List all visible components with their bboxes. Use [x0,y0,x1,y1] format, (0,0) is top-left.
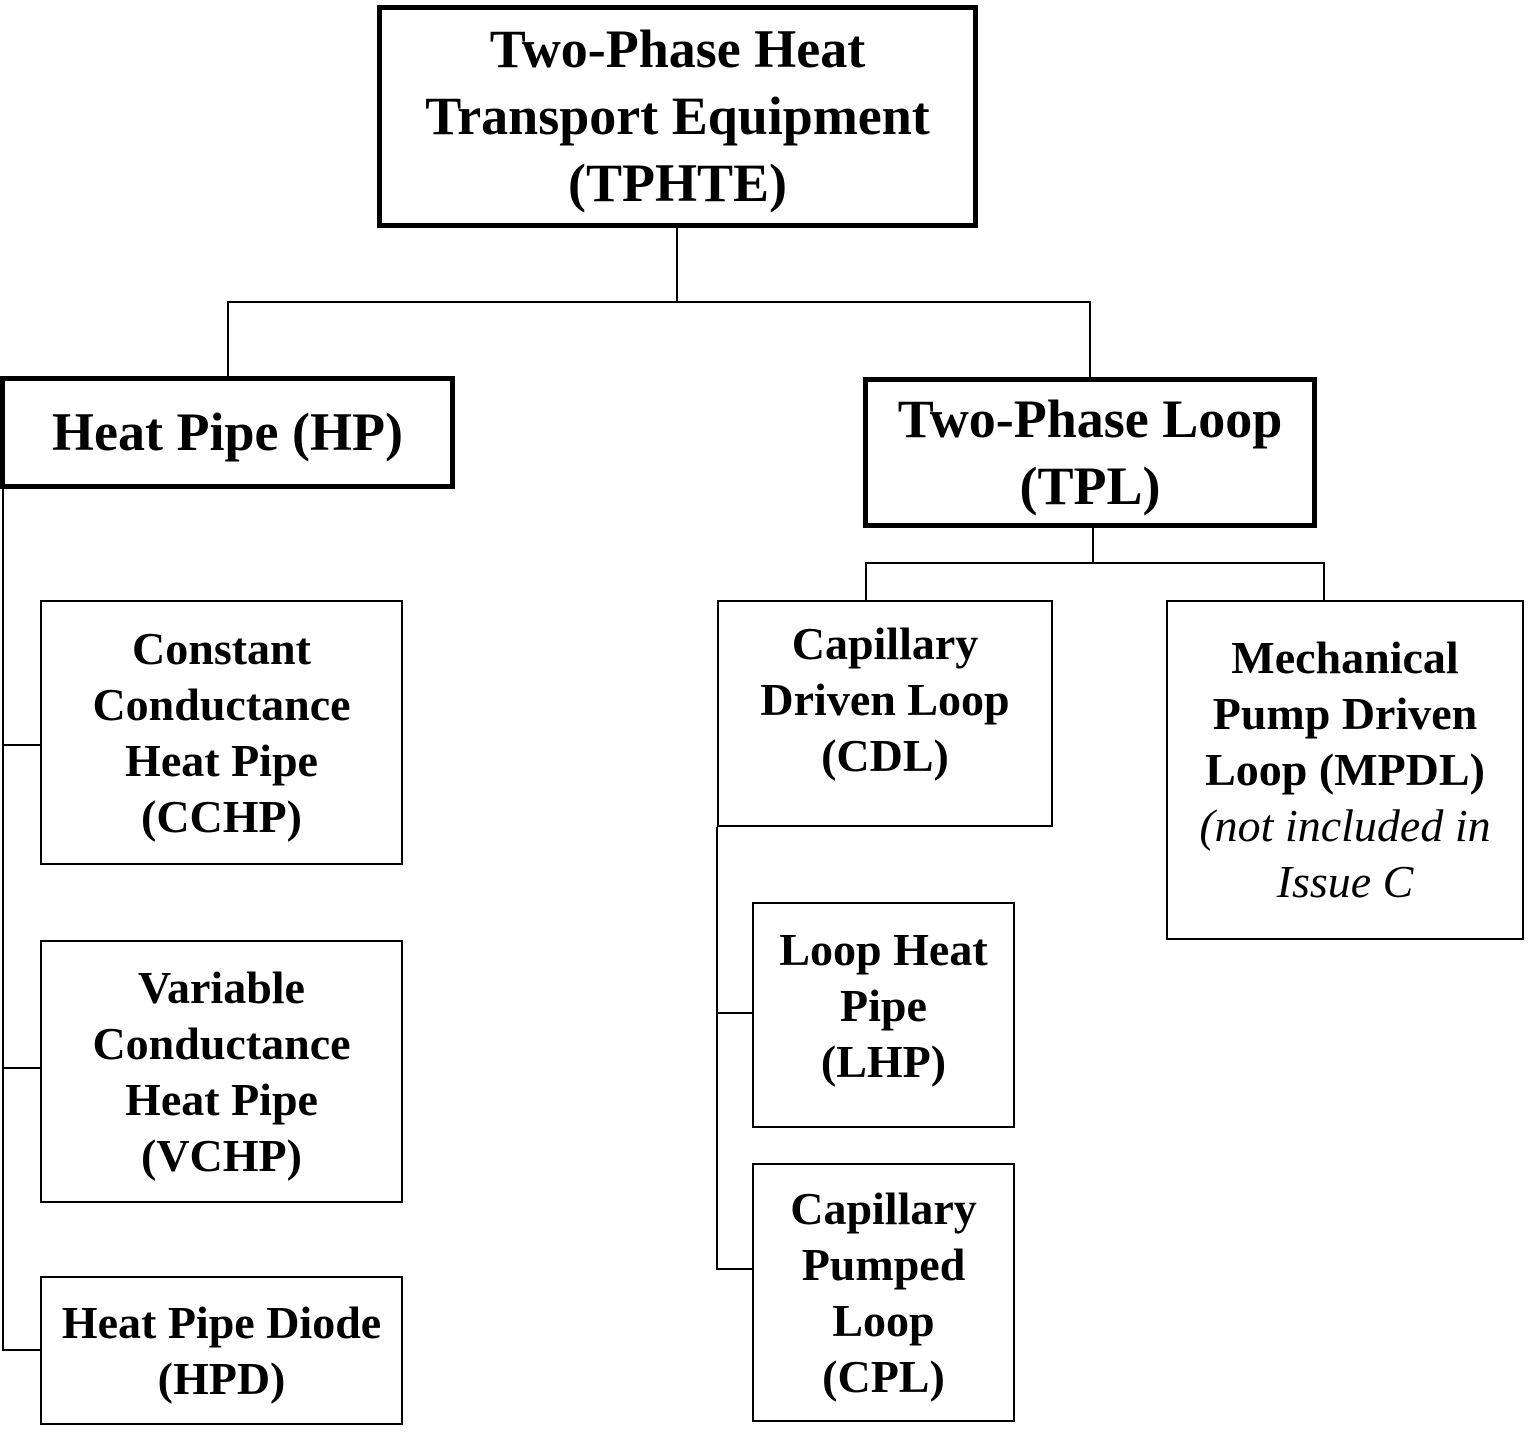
connector-hp-rail [2,489,4,1351]
connector-cdl-drop [865,562,867,600]
connector-root-horizontal [227,301,1091,303]
node-tphte: Two-Phase Heat Transport Equipment (TPHT… [377,5,978,228]
connector-hpd-stub [2,1349,40,1351]
node-cchp-line: Constant [132,622,311,674]
connector-cdl-rail [716,827,718,1270]
node-heat-pipe: Heat Pipe (HP) [0,376,455,489]
node-hpd-line: (HPD) [157,1352,286,1404]
node-cchp-line: Conductance [92,678,351,730]
node-cdl-line: (CDL) [821,730,949,781]
node-tphte-line: Two-Phase Heat [489,19,866,79]
node-tphte-line: (TPHTE) [567,153,787,213]
connector-tpl-drop [1089,301,1091,377]
node-cpl-line: Loop [832,1294,935,1346]
node-vchp-line: Variable [138,961,305,1013]
connector-mpdl-drop [1323,562,1325,600]
node-vchp-line: Heat Pipe [125,1073,318,1125]
node-vchp: Variable Conductance Heat Pipe (VCHP) [40,940,403,1203]
node-cdl-line: Driven Loop [760,674,1010,725]
node-mpdl-line: Mechanical [1231,632,1459,683]
connector-cpl-stub [716,1268,752,1270]
node-hp-line: Heat Pipe (HP) [52,402,403,462]
connector-tpl-horizontal [865,562,1325,564]
node-cpl: Capillary Pumped Loop (CPL) [752,1163,1015,1422]
node-hpd-line: Heat Pipe Diode [61,1296,382,1348]
node-vchp-line: (VCHP) [141,1129,302,1181]
node-lhp-line: (LHP) [820,1036,947,1087]
node-two-phase-loop: Two-Phase Loop (TPL) [863,377,1317,528]
connector-lhp-stub [716,1012,752,1014]
node-mpdl-line: Loop (MPDL) [1205,744,1485,795]
node-mpdl-note: Issue C [1276,856,1414,907]
connector-hp-drop [227,301,229,376]
connector-tpl-down [1092,528,1094,564]
node-tphte-line: Transport Equipment [425,86,930,146]
node-lhp-line: Loop Heat [779,924,988,975]
node-mpdl-note: (not included in [1199,800,1491,851]
connector-cchp-stub [2,744,40,746]
node-tpl-line: (TPL) [1019,455,1161,516]
node-cdl: Capillary Driven Loop (CDL) [717,600,1053,827]
node-cpl-line: (CPL) [822,1350,945,1402]
node-cdl-line: Capillary [791,618,979,669]
node-heat-pipe-diode: Heat Pipe Diode (HPD) [40,1276,403,1425]
connector-tphte-down [676,228,678,302]
node-cchp-line: Heat Pipe [125,734,318,786]
node-mpdl: Mechanical Pump Driven Loop (MPDL) (not … [1166,600,1524,940]
node-mpdl-line: Pump Driven [1212,688,1478,739]
node-cchp-line: (CCHP) [141,790,302,842]
node-cpl-line: Capillary [790,1182,977,1234]
node-tpl-line: Two-Phase Loop [897,388,1283,449]
node-loop-heat-pipe: Loop Heat Pipe (LHP) [752,902,1015,1128]
node-cpl-line: Pumped [801,1238,966,1290]
node-lhp-line: Pipe [840,980,927,1031]
node-cchp: Constant Conductance Heat Pipe (CCHP) [40,600,403,865]
connector-vchp-stub [2,1067,40,1069]
node-vchp-line: Conductance [92,1017,351,1069]
